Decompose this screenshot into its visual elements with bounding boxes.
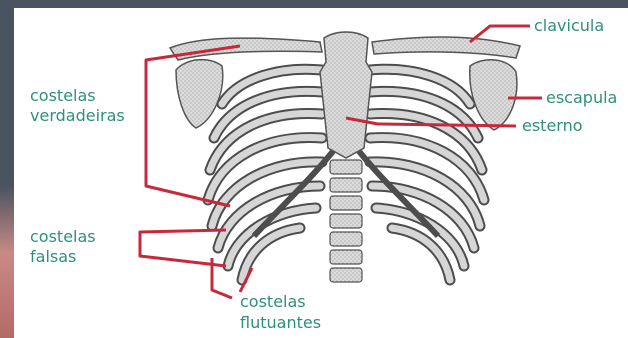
sternum-bone [320,32,372,158]
label-costelas-falsas-line1: costelas [30,227,96,246]
label-escapula: escapula [546,88,617,107]
label-costelas-verdadeiras-line2: verdadeiras [30,106,125,125]
label-esterno: esterno [522,116,583,135]
label-costelas-falsas-line2: falsas [30,247,76,266]
label-costelas-flutuantes-line2: flutuantes [240,313,321,332]
spine-vertebrae [330,160,362,282]
label-clavicula: clavicula [534,16,604,35]
label-costelas-verdadeiras-line1: costelas [30,86,96,105]
label-costelas-flutuantes-line1: costelas [240,292,306,311]
